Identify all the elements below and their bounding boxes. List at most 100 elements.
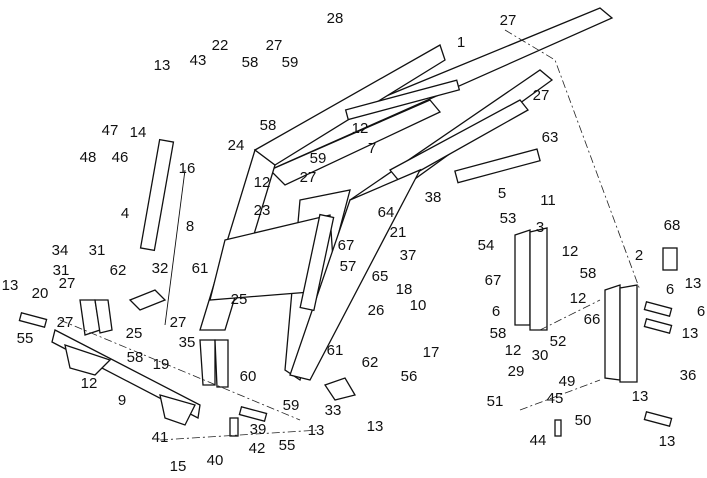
callout: 36	[680, 367, 697, 384]
callout: 13	[682, 325, 699, 342]
callout: 14	[130, 124, 147, 141]
callout: 28	[327, 10, 344, 27]
callout: 51	[487, 393, 504, 410]
callout: 6	[666, 281, 674, 298]
callout: 55	[279, 437, 296, 454]
callout: 17	[423, 344, 440, 361]
callout: 61	[192, 260, 209, 277]
callout: 66	[584, 311, 601, 328]
callout: 63	[542, 129, 559, 146]
callout: 13	[2, 277, 19, 294]
callout: 34	[52, 242, 69, 259]
callout: 5	[498, 185, 506, 202]
callout: 58	[242, 54, 259, 71]
callout: 47	[102, 122, 119, 139]
callout: 25	[126, 325, 143, 342]
callout: 27	[57, 314, 74, 331]
callout: 9	[118, 392, 126, 409]
callout: 58	[127, 349, 144, 366]
callout: 53	[500, 210, 517, 227]
callout: 19	[153, 356, 170, 373]
callout: 57	[340, 258, 357, 275]
callout: 21	[390, 224, 407, 241]
callout: 31	[89, 242, 106, 259]
callout: 3	[536, 219, 544, 236]
callout: 2	[635, 247, 643, 264]
callout: 58	[260, 117, 277, 134]
callout: 58	[580, 265, 597, 282]
callout: 23	[254, 202, 271, 219]
callout: 58	[490, 325, 507, 342]
cylinders	[139, 79, 541, 326]
mount-plates	[18, 227, 678, 437]
callout: 27	[266, 37, 283, 54]
callout: 43	[190, 52, 207, 69]
callout: 44	[530, 432, 547, 449]
callout: 6	[697, 303, 705, 320]
callout: 39	[250, 421, 267, 438]
callout: 48	[80, 149, 97, 166]
callout: 22	[212, 37, 229, 54]
callout: 65	[372, 268, 389, 285]
callout: 64	[378, 204, 395, 221]
callout: 62	[362, 354, 379, 371]
callout: 50	[575, 412, 592, 429]
callout: 13	[308, 422, 325, 439]
callout: 59	[283, 397, 300, 414]
callout: 45	[547, 390, 564, 407]
callout: 42	[249, 440, 266, 457]
callout: 59	[310, 150, 327, 167]
callout: 35	[179, 334, 196, 351]
callout: 4	[121, 205, 129, 222]
callout: 8	[186, 218, 194, 235]
callout: 24	[228, 137, 245, 154]
callout: 68	[664, 217, 681, 234]
right-boom-arm	[289, 69, 554, 381]
callout: 12	[562, 243, 579, 260]
callout: 13	[632, 388, 649, 405]
callout: 41	[152, 429, 169, 446]
callout: 27	[300, 169, 317, 186]
callout: 29	[508, 363, 525, 380]
callout: 46	[112, 149, 129, 166]
callout: 12	[254, 174, 271, 191]
callout: 38	[425, 189, 442, 206]
callout: 61	[327, 342, 344, 359]
callout: 56	[401, 368, 418, 385]
callout: 27	[500, 12, 517, 29]
callout: 12	[570, 290, 587, 307]
callout: 27	[533, 87, 550, 104]
callout: 30	[532, 347, 549, 364]
callout: 12	[352, 120, 369, 137]
callout: 26	[368, 302, 385, 319]
callout: 31	[53, 262, 70, 279]
callout: 27	[59, 275, 76, 292]
callout: 18	[396, 281, 413, 298]
callout: 10	[410, 297, 427, 314]
callout: 33	[325, 402, 342, 419]
callout: 52	[550, 333, 567, 350]
callout: 15	[170, 458, 187, 475]
callout: 32	[152, 260, 169, 277]
assembly-lines	[59, 29, 641, 441]
callout: 55	[17, 330, 34, 347]
callout: 20	[32, 285, 49, 302]
callout: 60	[240, 368, 257, 385]
bottom-bar	[51, 289, 357, 426]
callout: 16	[179, 160, 196, 177]
callout: 13	[659, 433, 676, 450]
callout: 12	[505, 342, 522, 359]
callout: 59	[282, 54, 299, 71]
callout: 25	[231, 291, 248, 308]
callout: 67	[485, 272, 502, 289]
callout: 12	[81, 375, 98, 392]
callout: 11	[540, 192, 556, 209]
callout: 27	[170, 314, 187, 331]
callout: 54	[478, 237, 495, 254]
callout: 1	[457, 34, 465, 51]
callout: 62	[110, 262, 127, 279]
callout: 40	[207, 452, 224, 469]
